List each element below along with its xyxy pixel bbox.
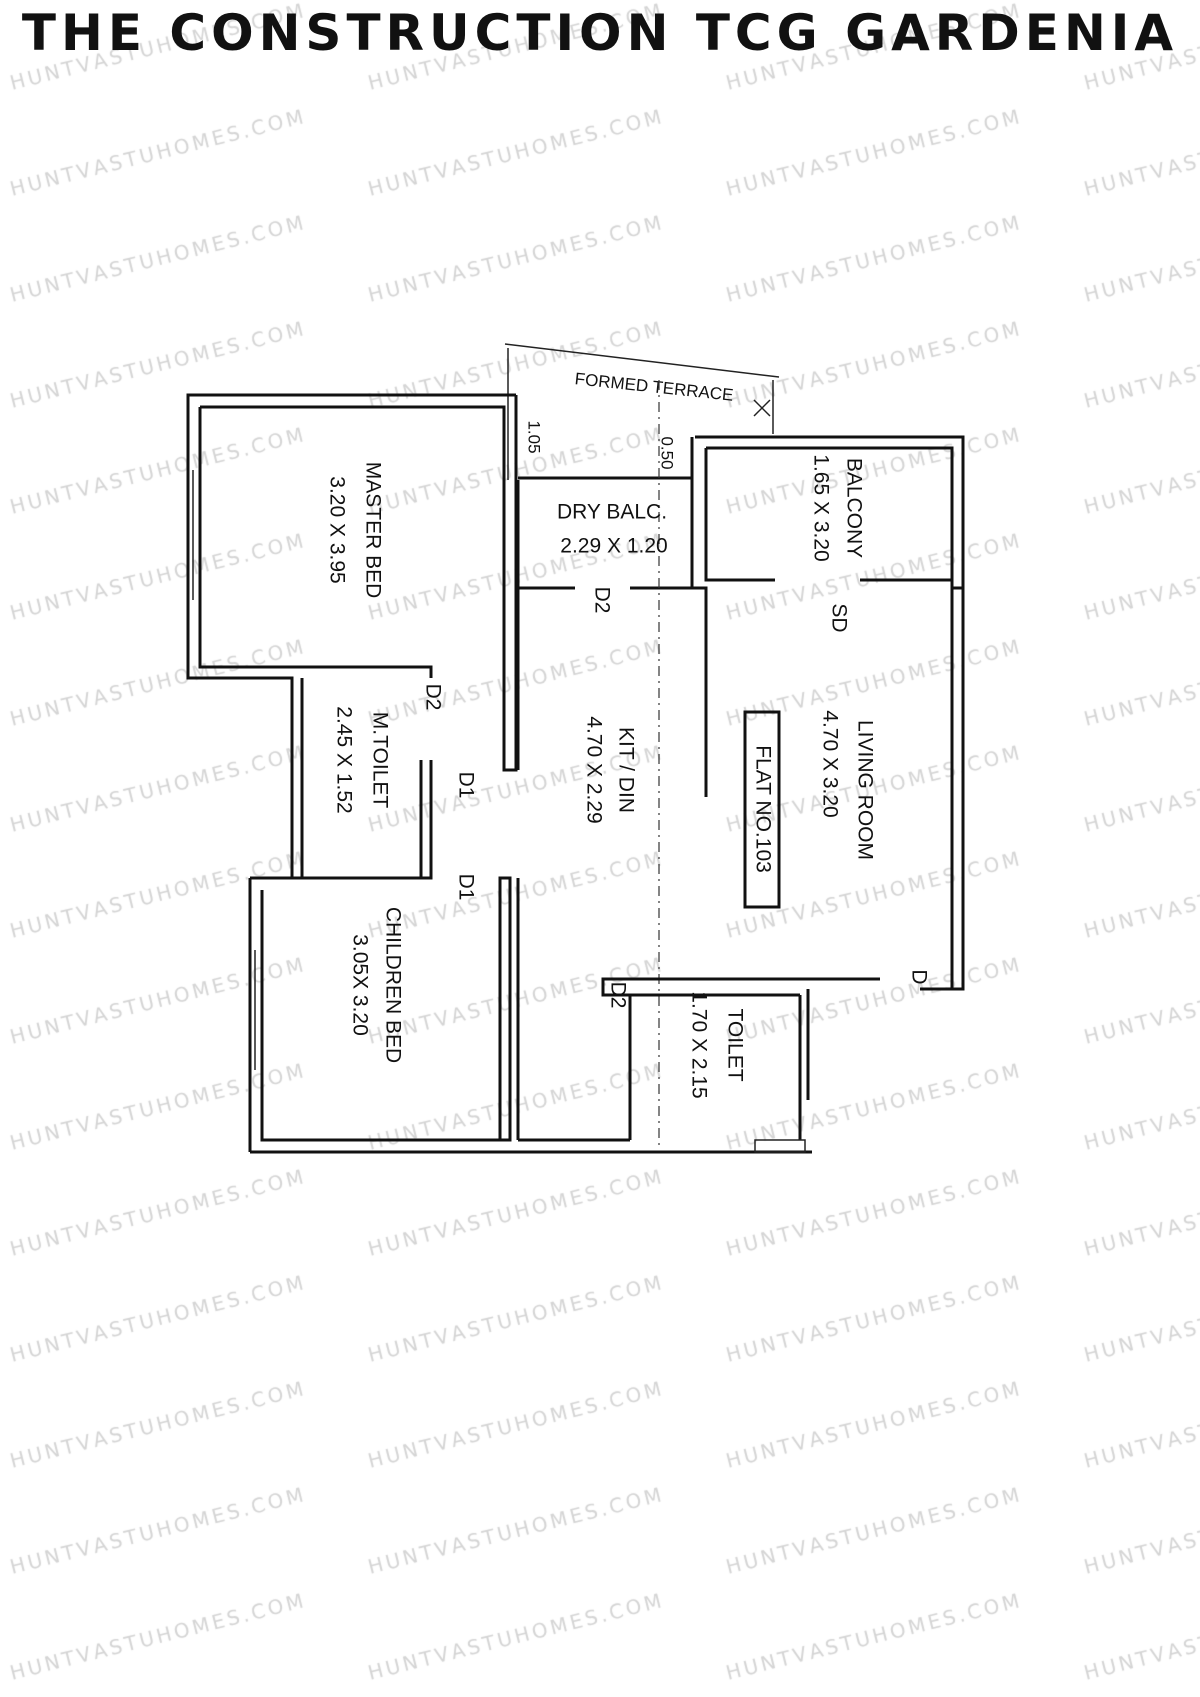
- door-d2-toilet: D2: [606, 982, 629, 1009]
- toilet-size: 1.70 X 2.15: [687, 991, 710, 1098]
- children-bed-walls: [248, 876, 512, 1152]
- balcony-size: 1.65 X 3.20: [809, 454, 832, 561]
- living-walls: [692, 435, 965, 991]
- door-d1-children: D1: [454, 874, 477, 901]
- terrace-dim-2: 0.50: [658, 436, 677, 469]
- outer-bottom-wall: [250, 1138, 812, 1154]
- kit-din-name: KIT / DIN: [614, 727, 637, 813]
- kitchen-walls: [516, 437, 694, 1140]
- formed-terrace: FORMED TERRACE 1.05 0.50: [504, 343, 780, 480]
- door-d1-master: D1: [454, 772, 477, 799]
- master-bed-name: MASTER BED: [361, 462, 384, 599]
- m-toilet-size: 2.45 X 1.52: [332, 706, 355, 813]
- m-toilet-walls: [250, 678, 433, 880]
- living-room-size: 4.70 X 3.20: [818, 710, 841, 817]
- children-bed-size: 3.05X 3.20: [348, 934, 371, 1036]
- door-d2-kitchen: D2: [590, 587, 613, 614]
- master-bed-walls: [186, 393, 518, 878]
- m-toilet-name: M.TOILET: [368, 712, 391, 809]
- flat-number: FLAT NO.103: [751, 745, 774, 873]
- dry-balc-name: DRY BALC.: [557, 501, 667, 524]
- door-d-main: D: [907, 969, 930, 984]
- toilet-walls: [601, 977, 880, 1140]
- door-d2-m-toilet: D2: [421, 684, 444, 711]
- master-bed-size: 3.20 X 3.95: [325, 476, 348, 583]
- living-room-name: LIVING ROOM: [853, 720, 876, 860]
- page-title: THE CONSTRUCTION TCG GARDENIA: [21, 4, 1179, 62]
- toilet-name: TOILET: [723, 1008, 746, 1081]
- balcony-name: BALCONY: [842, 458, 865, 558]
- dry-balc-size: 2.29 X 1.20: [560, 535, 667, 558]
- flat-number-box: [743, 710, 781, 909]
- door-sd: SD: [827, 603, 850, 632]
- formed-terrace-label: FORMED TERRACE: [574, 369, 734, 405]
- children-bed-name: CHILDREN BED: [381, 907, 404, 1063]
- terrace-dim-1: 1.05: [525, 420, 544, 453]
- cross-mark: [753, 399, 771, 417]
- kit-din-size: 4.70 X 2.29: [582, 716, 605, 823]
